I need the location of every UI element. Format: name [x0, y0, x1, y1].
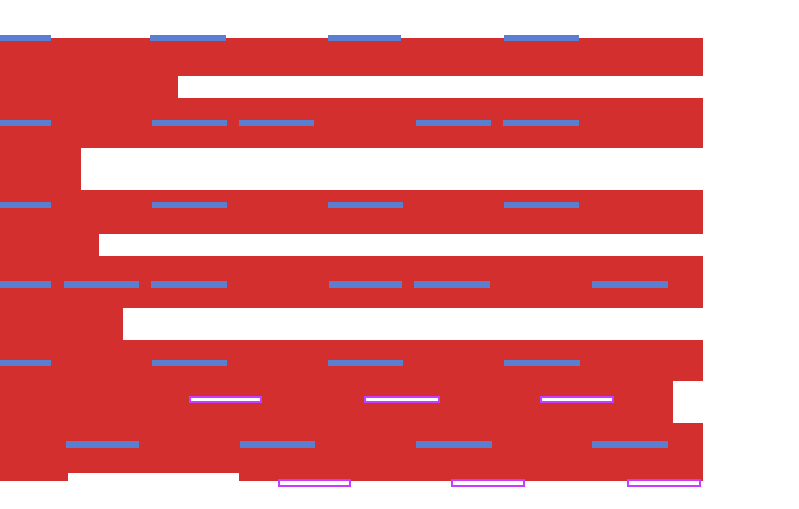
- white-gap-notch: [673, 381, 703, 423]
- link-bar-r7-c2[interactable]: [240, 441, 315, 448]
- link-bar-r5-c2[interactable]: [152, 360, 227, 366]
- redaction-row-6-left: [0, 473, 68, 481]
- link-bar-r1-c3[interactable]: [328, 35, 401, 41]
- page-title: Redacted Document View: [0, 21, 1, 22]
- link-bar-r4-c1[interactable]: [0, 281, 51, 288]
- page-description: Page content fully covered by a solid re…: [0, 16, 1, 17]
- link-bar-r4-c6[interactable]: [592, 281, 668, 288]
- white-gap-3: [99, 234, 799, 256]
- link-bar-r2-c4[interactable]: [416, 120, 491, 126]
- link-bar-r4-c2[interactable]: [64, 281, 139, 288]
- link-bar-r4-c5[interactable]: [414, 281, 490, 288]
- link-bar-r5-c3[interactable]: [328, 360, 403, 366]
- link-bar-r2-c2[interactable]: [152, 120, 227, 126]
- link-bar-r2-c1[interactable]: [0, 120, 51, 126]
- redaction-row-3-left: [0, 234, 99, 256]
- link-bar-r1-c1[interactable]: [0, 35, 51, 41]
- redaction-row-6: [0, 423, 703, 473]
- link-bar-r5-c1[interactable]: [0, 360, 51, 366]
- white-gap-1: [178, 76, 799, 98]
- link-bar-r8-c2[interactable]: [451, 479, 525, 487]
- link-bar-r4-c4[interactable]: [329, 281, 402, 288]
- link-bar-r8-c1[interactable]: [278, 479, 351, 487]
- link-bar-r3-c1[interactable]: [0, 202, 51, 208]
- link-bar-r2-c5[interactable]: [503, 120, 579, 126]
- link-bar-r3-c3[interactable]: [328, 202, 403, 208]
- white-gap-bottom: [68, 473, 239, 481]
- link-bar-r3-c2[interactable]: [152, 202, 227, 208]
- link-bar-r5-c4[interactable]: [504, 360, 580, 366]
- link-bar-r4-c3[interactable]: [151, 281, 227, 288]
- link-bar-r7-c3[interactable]: [416, 441, 492, 448]
- link-bar-r7-c1[interactable]: [66, 441, 139, 448]
- link-bar-r6-c1[interactable]: [189, 396, 262, 403]
- redaction-row-3: [0, 190, 703, 234]
- link-bar-r6-c2[interactable]: [364, 396, 440, 403]
- link-bar-r7-c4[interactable]: [592, 441, 668, 448]
- link-bar-r1-c4[interactable]: [504, 35, 579, 41]
- redaction-row-1: [0, 38, 703, 76]
- redaction-row-2: [0, 98, 703, 148]
- redaction-row-4-left: [0, 308, 123, 340]
- redaction-row-1-left: [0, 76, 178, 98]
- redaction-row-6-right: [239, 473, 703, 481]
- redaction-row-2-left: [0, 148, 81, 190]
- link-bar-r6-c3[interactable]: [540, 396, 614, 403]
- link-bar-r3-c4[interactable]: [504, 202, 579, 208]
- white-gap-4: [123, 308, 799, 340]
- white-gap-2: [81, 148, 799, 190]
- link-bar-r8-c3[interactable]: [627, 479, 701, 487]
- link-bar-r2-c3[interactable]: [239, 120, 314, 126]
- link-bar-r1-c2[interactable]: [150, 35, 226, 41]
